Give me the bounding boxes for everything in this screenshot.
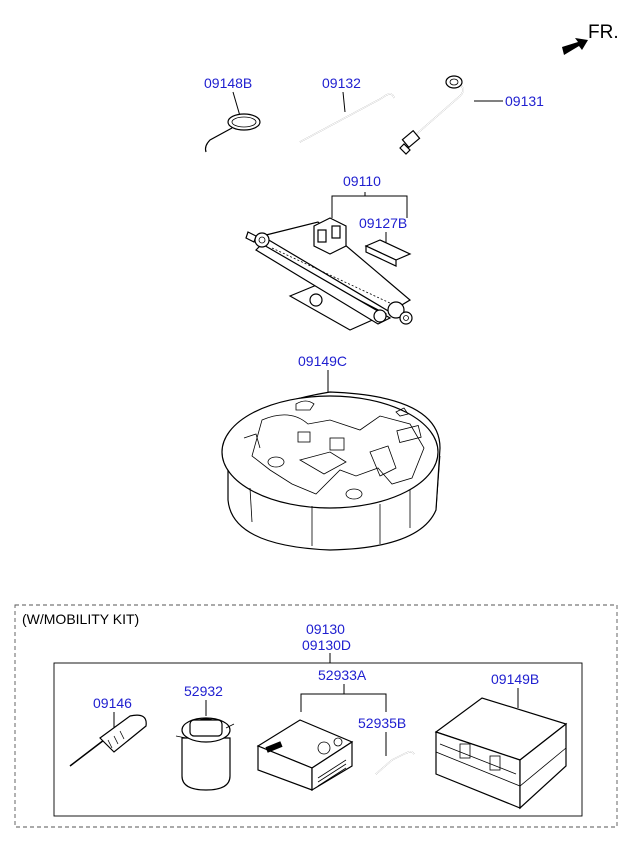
mobility-kit-border <box>14 604 618 828</box>
part-label-09127B[interactable]: 09127B <box>359 215 407 231</box>
part-label-09131[interactable]: 09131 <box>505 93 544 109</box>
part-09131[interactable]: 09131 <box>399 75 544 155</box>
foam-tray-icon <box>221 391 441 551</box>
front-label: FR. <box>588 22 619 43</box>
front-arrow-icon <box>562 38 588 55</box>
part-09127B[interactable]: 09127B <box>359 215 412 267</box>
part-52933A[interactable]: 52933A <box>256 667 387 792</box>
part-09148B[interactable]: 09148B <box>204 75 261 153</box>
part-label-09149B[interactable]: 09149B <box>491 671 539 687</box>
rod-icon <box>299 93 395 143</box>
wheel-wrench-icon <box>399 75 464 155</box>
part-09149B[interactable]: 09149B <box>434 671 568 810</box>
hook-icon <box>204 113 261 153</box>
part-09146[interactable]: 09146 <box>69 695 147 767</box>
part-label-52932[interactable]: 52932 <box>184 683 223 699</box>
air-compressor-icon <box>256 719 354 792</box>
part-label-52933A[interactable]: 52933A <box>318 667 367 683</box>
valve-core-tool-icon <box>69 714 147 767</box>
part-52932[interactable]: 52932 <box>175 683 235 791</box>
hose-icon <box>375 751 415 775</box>
part-09110[interactable]: 09110 <box>245 173 413 331</box>
part-label-09110[interactable]: 09110 <box>343 173 381 189</box>
assembly-label-09130[interactable]: 09130 <box>306 621 345 637</box>
part-label-09146[interactable]: 09146 <box>93 695 132 711</box>
mobility-kit-title: (W/MOBILITY KIT) <box>22 611 139 627</box>
front-direction-indicator: FR. <box>562 22 619 55</box>
part-label-09132[interactable]: 09132 <box>322 75 361 91</box>
part-52935B[interactable]: 52935B <box>358 715 415 775</box>
part-label-09148B[interactable]: 09148B <box>204 75 252 91</box>
mobility-kit-group: (W/MOBILITY KIT) 09130 09130D 09146 5293… <box>14 604 618 828</box>
sealant-bottle-icon <box>175 717 235 791</box>
scissor-jack-icon <box>245 217 413 331</box>
part-09132[interactable]: 09132 <box>299 75 395 143</box>
part-label-09149C[interactable]: 09149C <box>298 353 347 369</box>
assembly-label-09130D[interactable]: 09130D <box>302 637 351 653</box>
part-label-52935B[interactable]: 52935B <box>358 715 406 731</box>
label-sticker-icon <box>364 239 412 267</box>
part-09149C[interactable]: 09149C <box>221 353 441 551</box>
storage-case-icon <box>434 697 568 810</box>
mobility-kit-inner-box <box>53 662 583 817</box>
